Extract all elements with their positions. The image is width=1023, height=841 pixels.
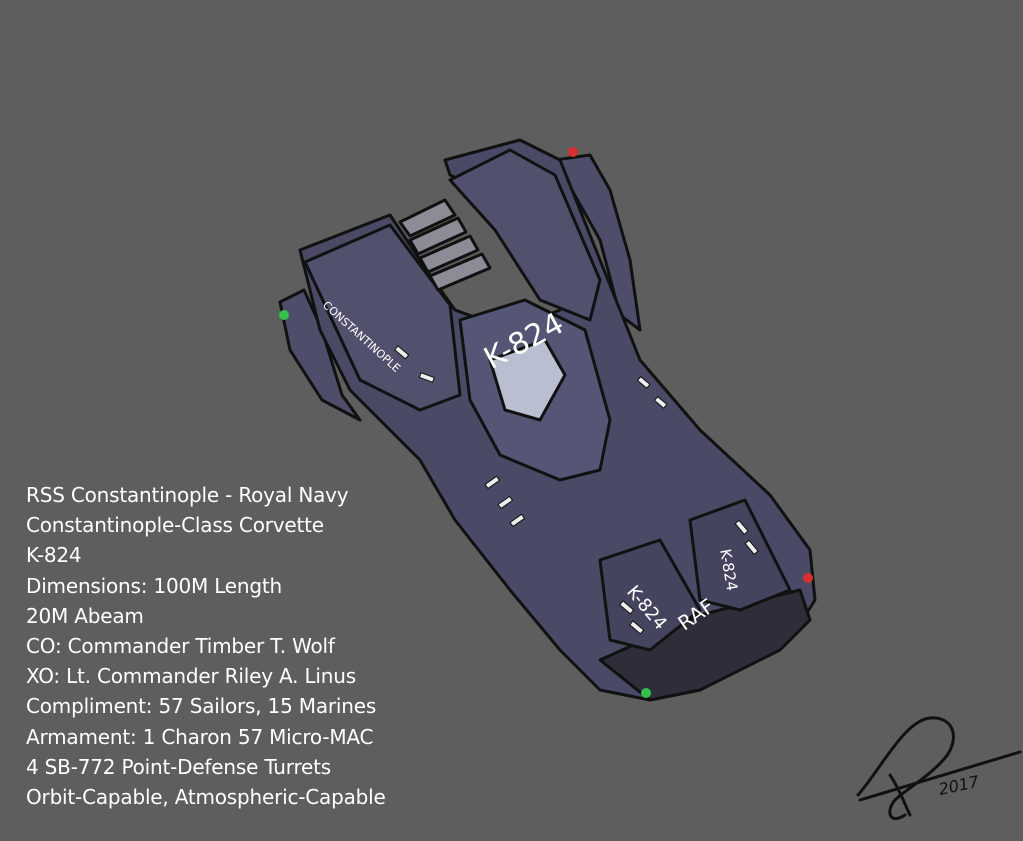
nav-lights — [279, 147, 813, 698]
forward-plate — [303, 223, 462, 412]
nav-light-green-left — [279, 310, 289, 320]
spec-line: Constantinople-Class Corvette — [26, 513, 324, 538]
artist-signature — [856, 716, 1022, 821]
spec-line: Armament: 1 Charon 57 Micro-MAC — [26, 724, 374, 749]
window-slits — [394, 345, 759, 635]
aft-plate-left — [598, 538, 702, 652]
right-wing-pod — [553, 153, 642, 332]
spec-line: CO: Commander Timber T. Wolf — [26, 634, 335, 659]
aft-plate-right — [688, 498, 792, 612]
spec-line: XO: Lt. Commander Riley A. Linus — [26, 664, 356, 689]
nav-light-red-right — [803, 573, 813, 583]
spec-line: 4 SB-772 Point-Defense Turrets — [26, 754, 332, 779]
ship — [278, 138, 817, 702]
spec-line: Orbit-Capable, Atmospheric-Capable — [26, 785, 386, 810]
spec-line: RSS Constantinople - Royal Navy — [26, 483, 349, 507]
spec-line: 20M Abeam — [26, 603, 144, 628]
rear-thrusters — [598, 588, 812, 702]
spec-line: Dimensions: 100M Length — [26, 573, 282, 598]
nav-light-green-bottom — [641, 688, 651, 698]
spec-line: Compliment: 57 Sailors, 15 Marines — [26, 694, 377, 719]
spec-list: RSS Constantinople - Royal Navy Constant… — [26, 480, 386, 812]
hangar-ribs — [398, 198, 492, 292]
forward-plate-right — [448, 148, 602, 322]
nav-light-red-top — [568, 147, 578, 157]
spec-line: K-824 — [26, 543, 82, 568]
left-wing-pod — [278, 288, 362, 422]
cockpit — [488, 338, 567, 422]
